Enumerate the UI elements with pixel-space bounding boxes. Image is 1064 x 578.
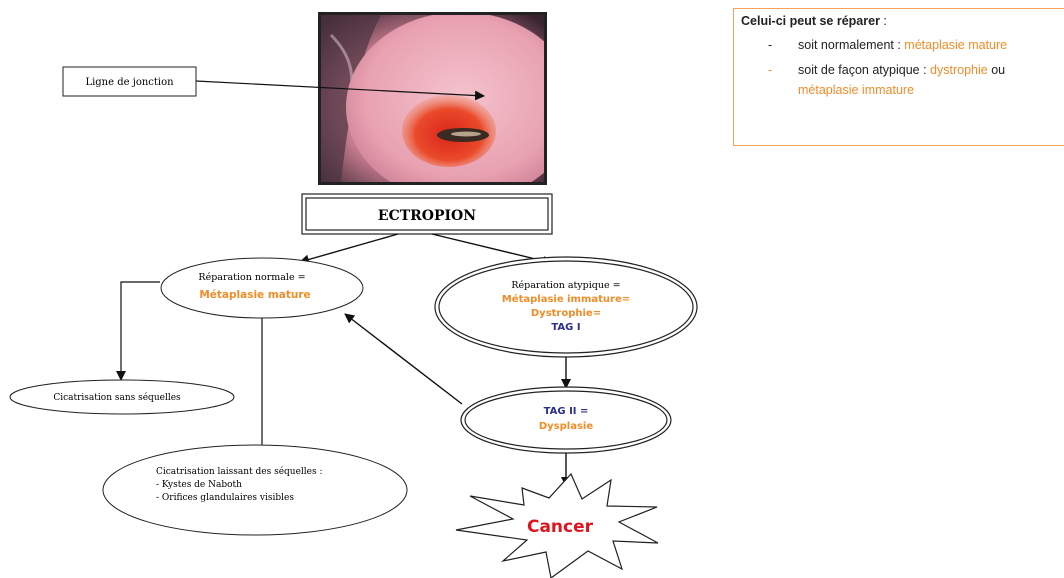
atypical-repair-node bbox=[435, 257, 697, 357]
normal-repair-title: Réparation normale = bbox=[198, 272, 305, 283]
normal-repair-label: Métaplasie mature bbox=[199, 289, 310, 301]
healing-sequelae-item-orifices: - Orifices glandulaires visibles bbox=[156, 493, 294, 503]
tag2-node bbox=[461, 387, 671, 453]
ectropion-title: ECTROPION bbox=[378, 208, 476, 224]
healing-sequelae-title: Cicatrisation laissant des séquelles : bbox=[156, 466, 323, 477]
cancer-label: Cancer bbox=[527, 517, 594, 537]
healing-sequelae-node bbox=[103, 445, 407, 535]
atypical-repair-immature: Métaplasie immature= bbox=[502, 293, 630, 305]
healing-clean-label: Cicatrisation sans séquelles bbox=[53, 392, 181, 403]
healing-sequelae-item-naboth: - Kystes de Naboth bbox=[156, 480, 242, 490]
arrow-to-normal bbox=[300, 234, 398, 262]
normal-repair-node bbox=[161, 258, 363, 318]
atypical-repair-dystrophy: Dystrophie= bbox=[531, 308, 601, 319]
arrow-to-healing-clean bbox=[121, 282, 160, 380]
photo-label: Ligne de jonction bbox=[85, 77, 174, 88]
atypical-repair-title: Réparation atypique = bbox=[511, 280, 620, 291]
atypical-repair-tag1: TAG I bbox=[551, 322, 580, 333]
tag2-label: Dysplasie bbox=[539, 421, 593, 432]
arrow-regression bbox=[345, 314, 462, 404]
tag2-title: TAG II = bbox=[544, 406, 589, 417]
photo-label-arrow bbox=[196, 81, 484, 96]
